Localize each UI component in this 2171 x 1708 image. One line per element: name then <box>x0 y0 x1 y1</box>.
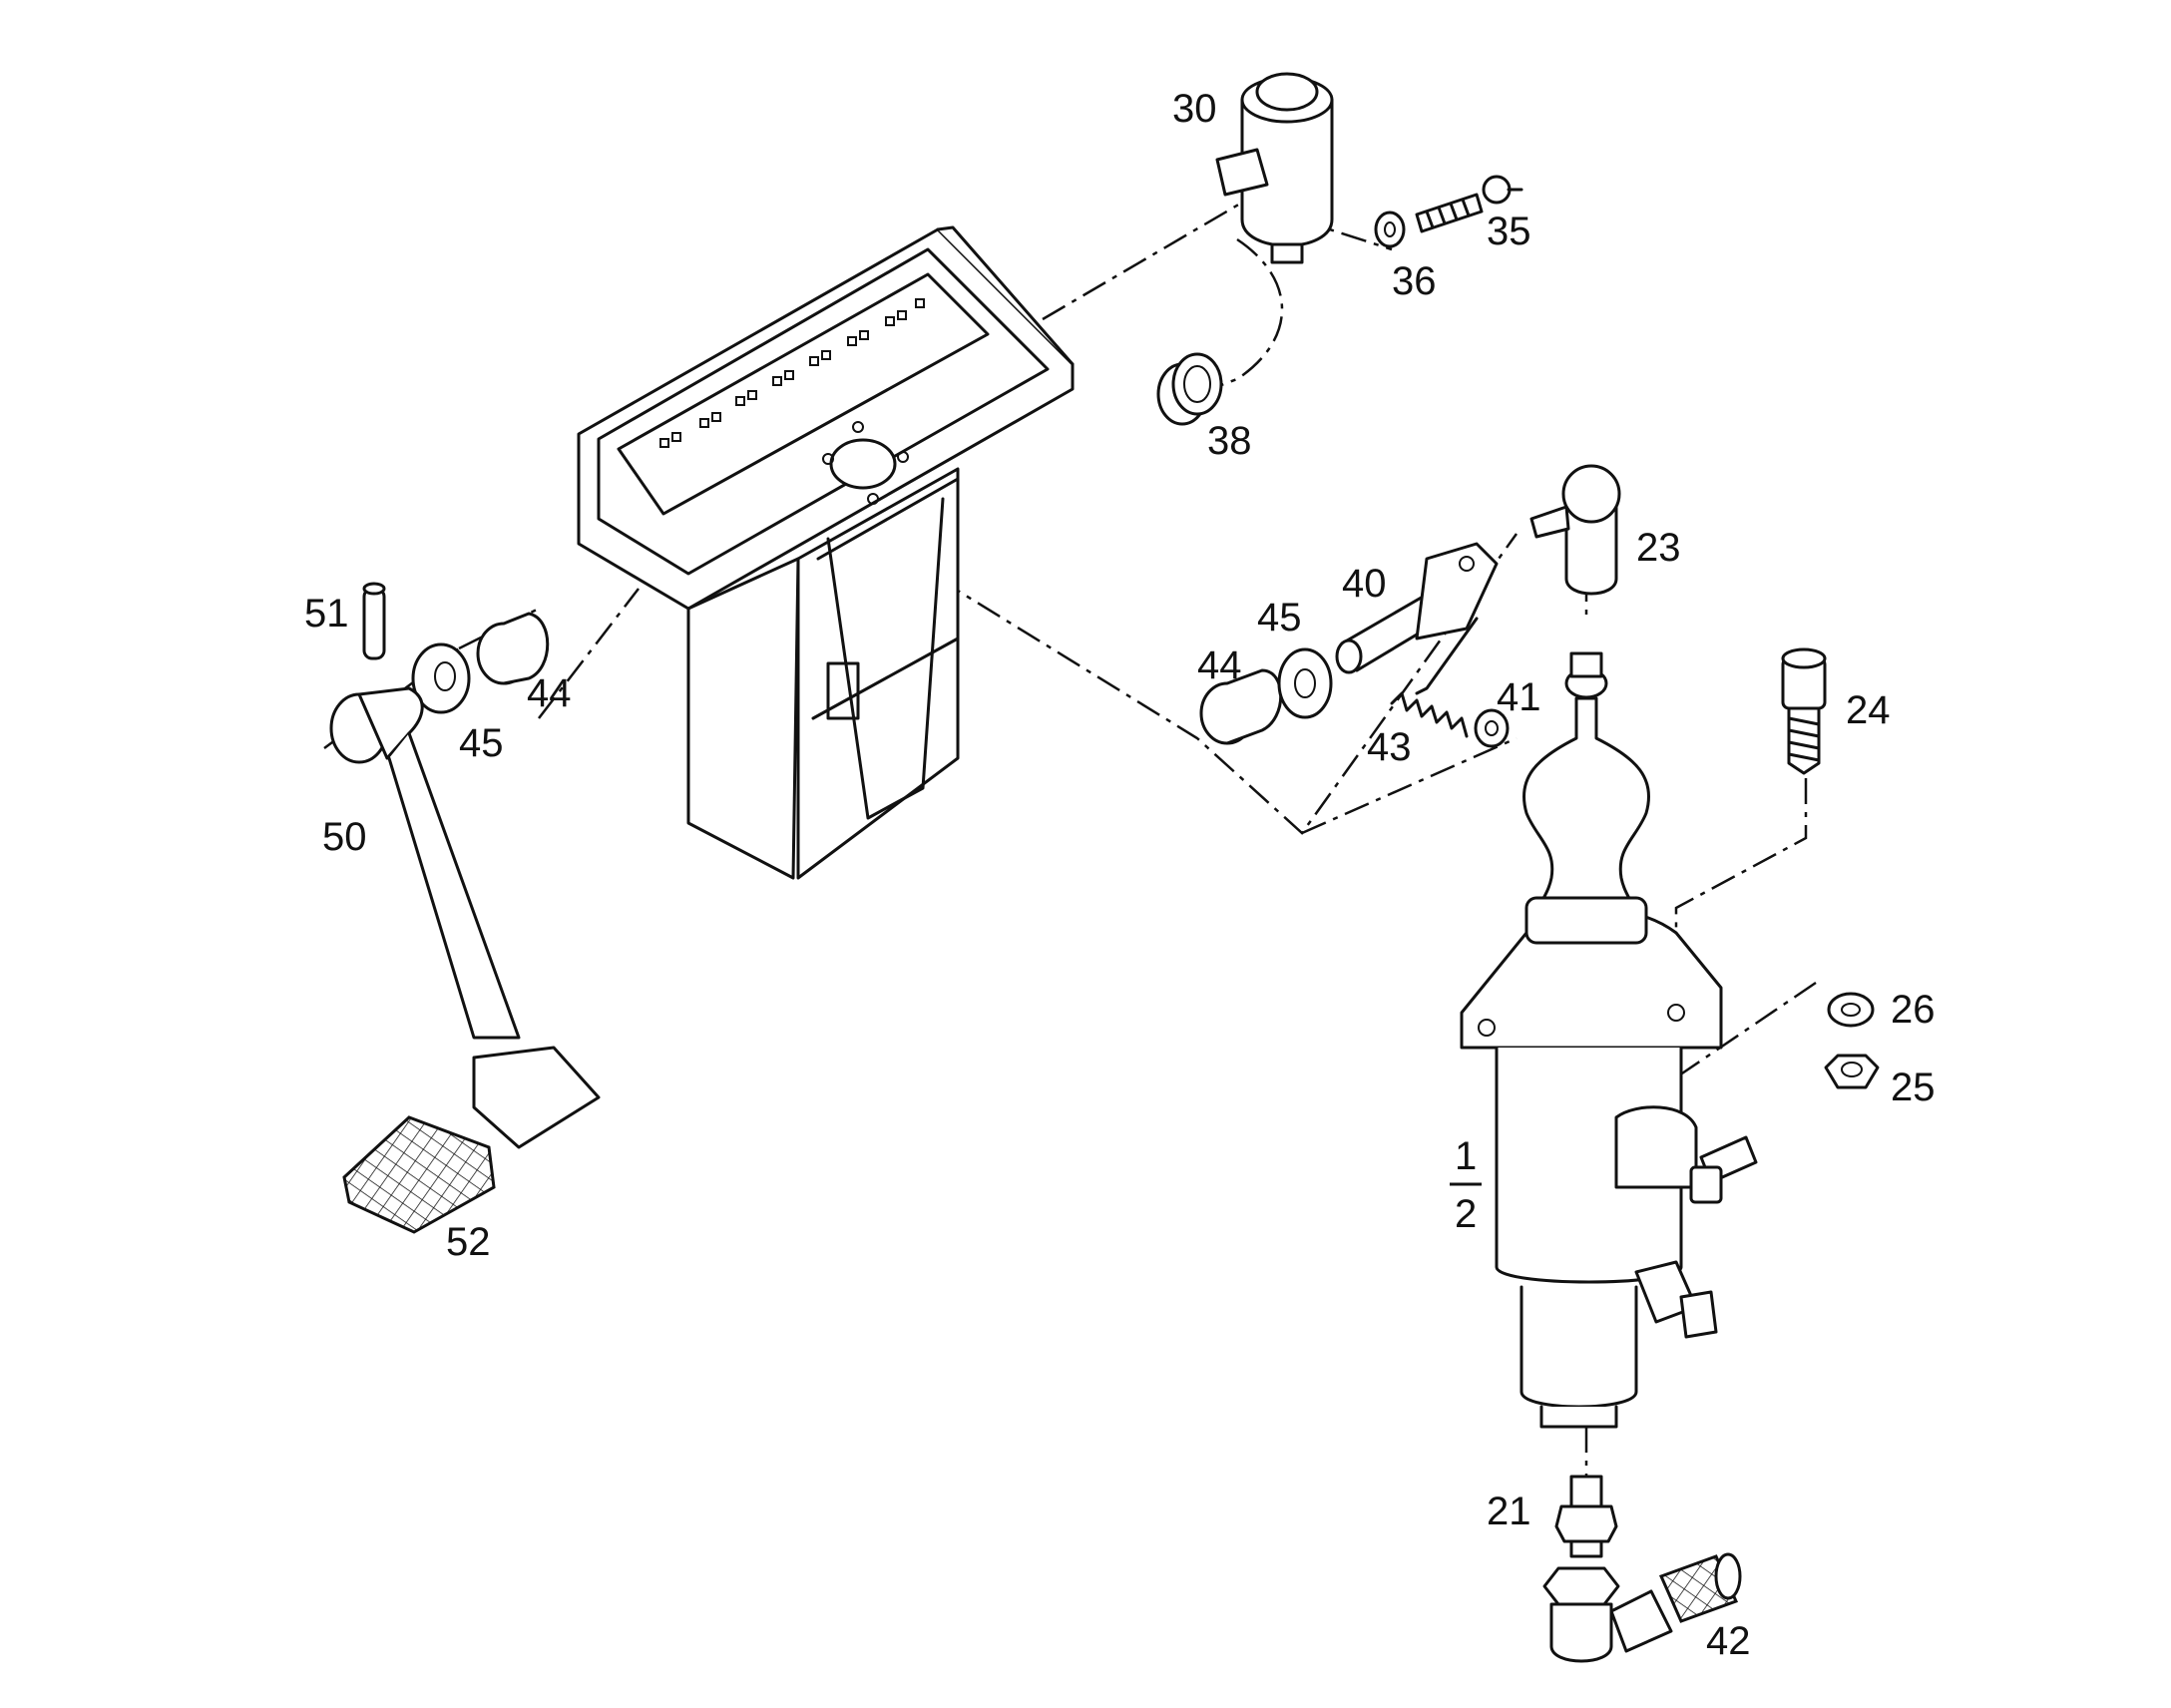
callout-43: 43 <box>1367 725 1412 769</box>
elbow-fitting-with-hose <box>1542 1552 1742 1663</box>
pedal-pad <box>342 1115 496 1234</box>
callout-labels: 30 35 36 38 23 40 45 44 41 43 24 51 45 4… <box>304 87 1936 1663</box>
callout-21: 21 <box>1487 1490 1531 1533</box>
callout-2: 2 <box>1455 1192 1477 1236</box>
washer-26 <box>1827 992 1875 1028</box>
callout-52: 52 <box>446 1220 491 1264</box>
return-spring <box>1390 691 1469 738</box>
callout-23: 23 <box>1636 526 1681 570</box>
reservoir-washer <box>1374 211 1406 248</box>
clevis-fork <box>1529 464 1621 596</box>
nut-25 <box>1824 1054 1880 1089</box>
pedal-box-bracket <box>577 225 1075 880</box>
washer-right <box>1277 647 1333 719</box>
callout-35: 35 <box>1487 210 1531 253</box>
callout-42: 42 <box>1706 1619 1751 1663</box>
callout-44-right: 44 <box>1197 643 1242 687</box>
callout-25: 25 <box>1891 1066 1936 1109</box>
pedal-shaft <box>1335 542 1499 695</box>
master-cylinder <box>1460 909 1758 1429</box>
cap-screw <box>1781 647 1827 775</box>
pedal-box-slots <box>659 298 925 448</box>
callout-38: 38 <box>1207 419 1252 463</box>
callout-40: 40 <box>1342 562 1387 606</box>
grommet <box>1156 352 1223 426</box>
callout-36: 36 <box>1392 259 1437 303</box>
pin <box>362 582 386 660</box>
spring-nut <box>1474 708 1510 748</box>
callout-fraction-1-2: 1 2 <box>1450 1134 1482 1236</box>
rubber-boot <box>1521 651 1651 945</box>
callout-45-right: 45 <box>1257 596 1302 640</box>
callout-51: 51 <box>304 592 349 636</box>
callout-41: 41 <box>1497 675 1541 719</box>
callout-26: 26 <box>1891 988 1936 1032</box>
reservoir-screw <box>1415 175 1523 233</box>
union-fitting <box>1554 1475 1618 1558</box>
bushing-left <box>476 612 550 685</box>
callout-24: 24 <box>1846 688 1891 732</box>
callout-50: 50 <box>322 815 367 859</box>
callout-44-left: 44 <box>527 671 572 715</box>
callout-30: 30 <box>1172 87 1217 131</box>
callout-1: 1 <box>1455 1134 1477 1178</box>
fluid-reservoir <box>1215 72 1334 264</box>
callout-45-left: 45 <box>459 721 504 765</box>
washer-left <box>411 642 471 714</box>
pedal-arm <box>329 686 601 1149</box>
